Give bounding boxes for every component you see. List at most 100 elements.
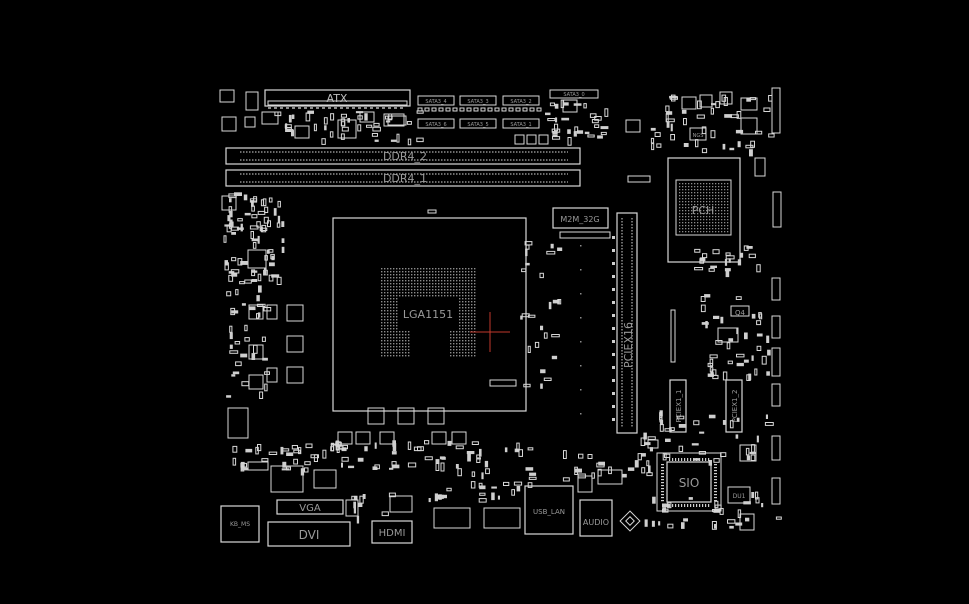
component: [739, 513, 755, 531]
atx-connector[interactable]: ATX: [264, 89, 411, 107]
component: [219, 89, 235, 103]
svg-text:NGS: NGS: [693, 133, 704, 139]
usb-lan-port[interactable]: USB_LAN: [524, 485, 574, 535]
component: [538, 134, 549, 145]
svg-text:KB_MS: KB_MS: [230, 521, 250, 528]
svg-text:HDMI: HDMI: [379, 528, 406, 539]
usb-connector[interactable]: [433, 507, 471, 529]
component: [367, 407, 385, 425]
battery-holder: [619, 510, 641, 532]
svg-text:VGA: VGA: [299, 503, 321, 514]
component: [261, 111, 279, 125]
kb-ms-port[interactable]: KB_MS: [220, 505, 260, 543]
component: [355, 431, 371, 445]
q4-component: Q4: [730, 305, 750, 317]
vga-port[interactable]: VGA: [276, 499, 344, 515]
svg-text:PCIEX1_2: PCIEX1_2: [731, 390, 739, 423]
pch-chip[interactable]: PCH: [667, 157, 741, 263]
component: [719, 91, 733, 105]
pcie-x1-slot-1[interactable]: PCIEX1_1: [669, 379, 687, 433]
svg-text:DVI: DVI: [299, 528, 320, 542]
hdmi-port[interactable]: HDMI: [371, 520, 413, 544]
header-connector: [772, 191, 782, 228]
sata-connector-0[interactable]: SATA3_0: [549, 89, 599, 99]
sio-pin-array: [661, 458, 717, 507]
vrm-mosfet: [248, 344, 264, 360]
vrm-mosfet: [266, 367, 278, 383]
header-connector: [771, 477, 781, 505]
sata-connector-2[interactable]: SATA3_2: [502, 95, 540, 106]
vrm-mosfet: [248, 304, 264, 320]
sata-connector-3[interactable]: SATA3_3: [459, 95, 497, 106]
header-connector: [771, 277, 781, 301]
component: [670, 309, 676, 363]
cpu-socket-label: LGA1151: [403, 308, 453, 321]
component: [221, 116, 237, 132]
usb-connector[interactable]: [483, 507, 521, 529]
svg-text:SATA3_5: SATA3_5: [467, 122, 488, 128]
pch-pin-array: [679, 183, 729, 233]
sio-chip[interactable]: SIO: [656, 452, 722, 512]
passive-components: [223, 94, 782, 530]
m2-slot[interactable]: M2M_32G: [552, 207, 609, 229]
component: [387, 115, 407, 126]
ddr4-slot-1[interactable]: DDR4_1: [225, 169, 581, 187]
sata-connector-1[interactable]: SATA3_1: [502, 118, 540, 129]
component: [345, 499, 359, 517]
ddr4-slot-2[interactable]: DDR4_2: [225, 147, 581, 165]
header-connector: [771, 383, 781, 407]
component: [627, 175, 651, 183]
component: [431, 431, 447, 445]
svg-text:DU1: DU1: [733, 493, 746, 500]
component: [717, 327, 739, 343]
component: [227, 407, 249, 439]
pcie-x1-slot-2[interactable]: PCIEX1_2: [725, 379, 743, 433]
component: [337, 431, 353, 445]
svg-text:SATA3_0: SATA3_0: [563, 92, 584, 98]
header-connector: [771, 347, 781, 377]
component: [451, 431, 467, 445]
header-connector: [771, 435, 781, 461]
component: [337, 119, 357, 139]
vrm-choke: [286, 366, 304, 384]
origin-marker: [470, 312, 510, 352]
svg-text:AUDIO: AUDIO: [583, 518, 609, 527]
audio-jack[interactable]: AUDIO: [579, 499, 613, 537]
pcie-x16-label: PCIEX16: [622, 322, 635, 368]
component: [389, 495, 413, 513]
du1-component: DU1: [727, 486, 751, 504]
ddr4-1-label: DDR4_1: [383, 172, 427, 185]
svg-text:SATA3_6: SATA3_6: [425, 122, 446, 128]
header-connector: [771, 87, 781, 134]
component: [379, 431, 395, 445]
component: [740, 117, 758, 135]
sata-connector-4[interactable]: SATA3_4: [417, 95, 455, 106]
component: [625, 119, 641, 133]
svg-text:SATA3_4: SATA3_4: [425, 99, 446, 105]
component: [681, 96, 697, 110]
svg-text:SATA3_1: SATA3_1: [510, 122, 531, 128]
svg-text:M2M_32G: M2M_32G: [560, 215, 599, 224]
pcie-x16-slot[interactable]: PCIEX16: [616, 212, 638, 434]
ddr4-2-label: DDR4_2: [383, 150, 427, 163]
component: [245, 91, 259, 111]
component: [397, 407, 415, 425]
component: [526, 134, 537, 145]
dvi-port[interactable]: DVI: [267, 521, 351, 547]
component: [427, 407, 445, 425]
pch-label: PCH: [692, 204, 715, 217]
svg-text:PCIEX1_1: PCIEX1_1: [675, 390, 683, 423]
sata-connector-5[interactable]: SATA3_5: [459, 118, 497, 129]
component: [740, 97, 758, 111]
cpu-socket[interactable]: LGA1151: [332, 217, 527, 412]
component: [313, 469, 337, 489]
sata-connector-6[interactable]: SATA3_6: [417, 118, 455, 129]
cpu-pin-array: [381, 268, 476, 357]
component: [294, 125, 310, 139]
svg-text:Q4: Q4: [735, 309, 746, 317]
component: [383, 113, 405, 127]
component: [244, 116, 256, 128]
component: [514, 134, 525, 145]
component: [247, 461, 269, 471]
